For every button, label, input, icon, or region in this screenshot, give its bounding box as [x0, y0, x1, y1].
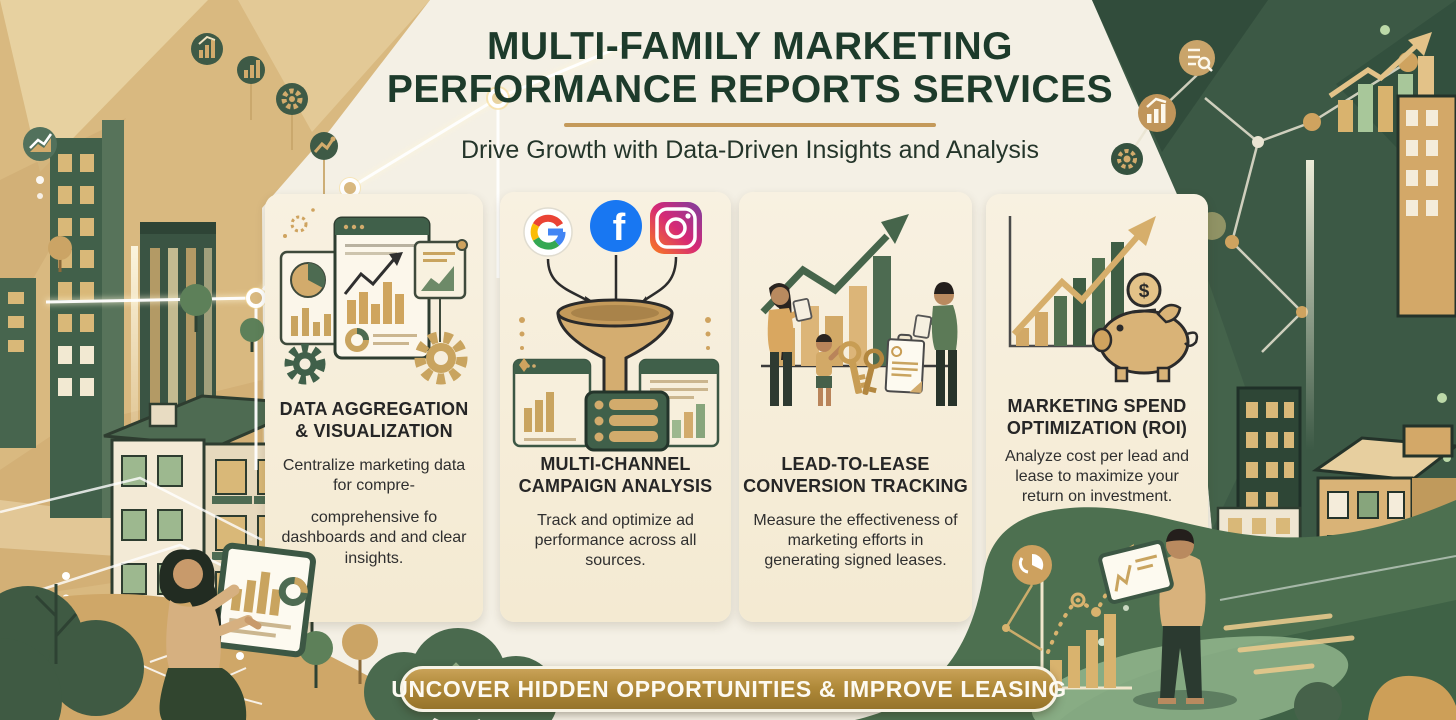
person-with-clipboard-icon [767, 283, 813, 406]
gear-icon [284, 343, 326, 385]
card-title: DATA AGGREGATION& VISUALIZATION [279, 399, 469, 441]
data-aggregation-illustration [265, 194, 483, 399]
building-icon [1236, 386, 1302, 720]
growth-arrow-icon [1328, 32, 1432, 99]
gold-divider [564, 122, 936, 127]
child-icon [816, 334, 844, 406]
title-line-1: MULTI-FAMILY MARKETING [487, 25, 1013, 68]
tree-icon [342, 624, 378, 684]
building-icon [140, 222, 216, 618]
left-icon-badges [23, 33, 338, 199]
bar-chart-icon [237, 56, 265, 84]
dollar-coin-icon: $ [1126, 272, 1162, 308]
card-body: Measure the effectiveness of marketing e… [753, 511, 958, 570]
bar-chart-icon [191, 33, 223, 65]
card-body: comprehensive fo dashboards and and clea… [281, 509, 467, 567]
title-line-2: PERFORMANCE REPORTS SERVICES [386, 67, 1114, 111]
bar-chart-icon [1138, 94, 1176, 132]
card-data-aggregation: DATA AGGREGATION& VISUALIZATION Centrali… [265, 194, 483, 622]
card-body: Analyze cost per lead and lease to maxim… [1004, 447, 1190, 506]
cta-banner: UNCOVER HIDDEN OPPORTUNITIES & IMPROVE L… [391, 666, 1066, 712]
header: MULTI-FAMILY MARKETING PERFORMANCE REPOR… [368, 25, 1132, 165]
piggy-bank-icon: $ [1091, 272, 1199, 383]
browser-window-icon [512, 358, 592, 448]
card-body: Centralize marketing data for compre- [282, 456, 466, 495]
bush-icon [0, 586, 144, 720]
svg-text:f: f [613, 207, 626, 249]
cta-banner-label: UNCOVER HIDDEN OPPORTUNITIES & IMPROVE L… [391, 675, 1067, 702]
bush-icon [1294, 682, 1342, 720]
sparkle-gear-icon [290, 215, 308, 233]
magnifier-list-icon [1179, 40, 1215, 76]
facebook-icon: f [590, 200, 642, 252]
keys-icon [838, 341, 885, 395]
card-body: Track and optimize ad performance across… [534, 511, 697, 570]
building-icon [1311, 424, 1456, 720]
page-subtitle: Drive Growth with Data-Driven Insights a… [460, 135, 1039, 164]
tree-icon [1236, 552, 1264, 580]
building-icon [1396, 94, 1456, 318]
network-node-icon [1225, 52, 1418, 318]
growth-chart [1328, 25, 1434, 132]
gear-icon [276, 83, 308, 115]
multi-channel-illustration: f [500, 192, 731, 454]
server-icon [584, 390, 670, 452]
google-icon [523, 207, 573, 257]
instagram-icon [650, 202, 702, 254]
lease-document-icon [884, 333, 926, 394]
svg-text:$: $ [1139, 281, 1150, 302]
page-title: MULTI-FAMILY MARKETING PERFORMANCE REPOR… [368, 25, 1132, 112]
bush-icon [1368, 675, 1456, 720]
person-with-clipboard-icon [912, 282, 958, 406]
tree-icon [180, 284, 212, 332]
lead-to-lease-illustration [739, 192, 972, 454]
growth-arrow-icon [310, 132, 338, 160]
bar-chart-icon [672, 404, 705, 438]
tree-icon [48, 236, 72, 272]
roi-illustration: $ [986, 194, 1208, 396]
building-icon [1216, 506, 1302, 622]
building-icon [50, 120, 124, 518]
card-multi-channel: f [500, 192, 731, 622]
tree-icon [299, 631, 333, 688]
flow-arrows [546, 255, 678, 304]
tree-icon [240, 318, 264, 352]
line-chart-icon [23, 127, 57, 161]
right-buildings [1236, 94, 1456, 720]
